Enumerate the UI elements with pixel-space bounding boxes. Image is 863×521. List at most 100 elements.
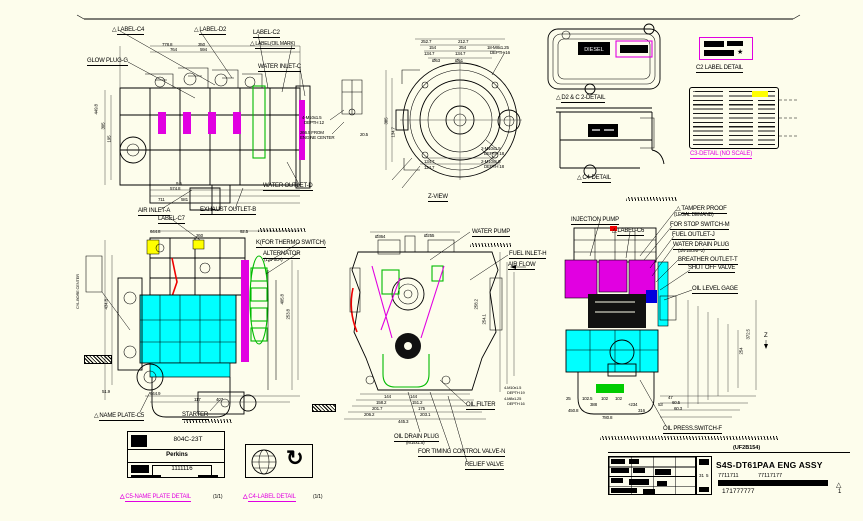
label-c6-callout: △LABEL-C6 bbox=[612, 228, 644, 236]
annotation-text: AIR FLOW bbox=[508, 262, 536, 270]
globe-icon bbox=[251, 449, 277, 475]
dim-label: +234 bbox=[628, 402, 638, 408]
annotation-text: 449.8 bbox=[93, 104, 99, 115]
scale-cell: 31 5 bbox=[696, 456, 712, 495]
annotation-text: 195 bbox=[106, 135, 112, 143]
annotation-text: 124.7 bbox=[424, 165, 435, 170]
dim-label: 581 bbox=[181, 197, 188, 203]
dim-label: 20.5 bbox=[360, 132, 368, 138]
annotation-text: 212.7 bbox=[458, 39, 469, 44]
thread-note: (3/4-16UNF-2) bbox=[678, 248, 705, 254]
annotation-text: STARTER bbox=[182, 412, 209, 420]
label-artwork bbox=[727, 41, 743, 46]
annotation-text: +234 bbox=[628, 402, 638, 407]
tap-note: DEPTH 19 bbox=[507, 391, 525, 395]
annotation-text: 134.7 bbox=[455, 51, 466, 56]
annotation-text: DEPTH 16 bbox=[507, 401, 525, 406]
annotation-text: (3/4-16UNF-2) bbox=[678, 248, 705, 253]
label-c2-callout: LABEL-C2 bbox=[253, 30, 280, 38]
dim-label: 134.7 bbox=[424, 51, 434, 57]
dim-label: 445.3 bbox=[398, 419, 408, 425]
annotation-text: 778.8 bbox=[162, 42, 173, 47]
annotation-text: 405.8 bbox=[279, 294, 285, 305]
dim-label: 195 bbox=[106, 135, 113, 143]
annotation-text: 254 bbox=[459, 45, 466, 50]
dim-label: 254 bbox=[739, 348, 745, 355]
dim-label: 574.8 bbox=[170, 186, 180, 192]
cell-note: 31 bbox=[699, 473, 705, 478]
dim-label: 203.1 bbox=[420, 412, 430, 418]
label-column-gap bbox=[753, 91, 758, 145]
label-artwork bbox=[704, 41, 724, 47]
annotation-text: 254.1 bbox=[481, 314, 487, 325]
annotation-text: LABEL-D2 bbox=[199, 27, 227, 35]
label-artwork bbox=[704, 50, 734, 56]
name-plate-brand: Perkins bbox=[166, 452, 188, 458]
c3-detail-box: △ bbox=[689, 87, 779, 149]
dim-label: 144 bbox=[410, 394, 417, 400]
annotation-text: 350 bbox=[198, 42, 205, 47]
dim-label: 407 bbox=[216, 397, 223, 403]
annotation-text: Ø53 bbox=[432, 58, 440, 63]
thread-note: (M14x1.5) bbox=[406, 440, 425, 446]
annotation-text: 201.7 bbox=[372, 406, 383, 411]
oil-drain-plug-callout: OIL DRAIN PLUG bbox=[394, 434, 439, 442]
dim-label: 450.8 bbox=[568, 408, 579, 414]
dim-label: 117 bbox=[194, 397, 201, 403]
c5-name-plate-detail-caption: △C5-NAME PLATE DETAIL bbox=[120, 494, 191, 502]
annotation-text: (12V-50A) bbox=[264, 257, 283, 262]
cell-note: 5 bbox=[706, 473, 709, 478]
annotation-text: WATER PUMP bbox=[472, 229, 510, 237]
annotation-text: 4-M10x1.5 bbox=[302, 115, 322, 120]
dim-label: 201.7 bbox=[372, 406, 383, 412]
c4-label-detail-caption: △C4-LABEL DETAIL bbox=[243, 494, 296, 502]
dim-label: 372.5 bbox=[746, 329, 752, 339]
tap-note: 4-M8x1.25 bbox=[504, 397, 521, 401]
annotation-text: OIL LEVEL GAGE bbox=[692, 286, 738, 294]
annotation-text: NAME PLATE-C5 bbox=[99, 413, 145, 421]
divider bbox=[128, 449, 224, 450]
tap-note: DEPTH 16 bbox=[490, 50, 510, 56]
star-icon: ★ bbox=[737, 49, 744, 56]
annotation-text: FUEL OUTLET-J bbox=[672, 232, 715, 240]
annotation-text: CYL.BORE CENTER bbox=[75, 274, 80, 309]
annotation-text: FUEL INLET-H bbox=[509, 251, 547, 259]
plate-field-blob bbox=[131, 465, 149, 473]
part-number-1: 7711711 bbox=[718, 473, 739, 479]
name-plate-model: 804C-23T bbox=[173, 436, 203, 443]
oil-level-gage-callout: OIL LEVEL GAGE bbox=[692, 286, 738, 294]
d2-c2-detail-caption: △D2 & C 2-DETAIL bbox=[556, 95, 606, 103]
tamper-proof-callout: △TAMPER PROOF bbox=[676, 206, 727, 214]
annotation-text: C5-NAME PLATE DETAIL bbox=[125, 494, 191, 502]
tap-note: DEPTH 12 bbox=[304, 120, 324, 126]
breather-outlet-callout: BREATHER OUTLET-T bbox=[678, 257, 738, 265]
dim-label: 102 bbox=[615, 396, 622, 402]
annotation-text: 266.5 FROM bbox=[300, 130, 324, 135]
sheet-border bbox=[76, 14, 801, 20]
revision-hatch bbox=[184, 419, 232, 423]
annotation-text: LABEL-C2 bbox=[253, 30, 280, 38]
annotation-text: Ø51 bbox=[455, 58, 463, 63]
c4-detail-caption: △C4-DETAIL bbox=[577, 175, 611, 183]
dim-label: 53 bbox=[658, 402, 663, 408]
annotation-text: 175 bbox=[418, 406, 425, 411]
dim-label: 175 bbox=[418, 406, 425, 412]
c4-label-detail-box: ↻ bbox=[245, 444, 313, 478]
scale-note: (1/1) bbox=[313, 495, 322, 500]
annotation-text: 2-M10x1.5 bbox=[481, 146, 501, 151]
dim-label: 134.7 bbox=[391, 127, 397, 137]
timing-control-valve-callout: FOR TIMING CONTROL VALVE-N bbox=[418, 449, 505, 457]
annotation-text: 316 bbox=[638, 408, 645, 413]
dim-label: 449.8 bbox=[93, 104, 100, 115]
delta-revision-icon: △ bbox=[94, 413, 99, 419]
c2-label-detail-caption: C2 LABEL DETAIL bbox=[696, 65, 743, 73]
annotation-text: 158.2 bbox=[376, 400, 387, 405]
alternator-callout: ALTERNATOR bbox=[263, 251, 301, 259]
annotation-text: 780.8 bbox=[602, 415, 613, 420]
dim-label: 134.7 bbox=[455, 51, 466, 57]
dim-label: 254.1 bbox=[481, 314, 488, 325]
annotation-text: 434.8 bbox=[103, 299, 109, 310]
annotation-text: 450.8 bbox=[568, 408, 579, 413]
dim-label: 780.8 bbox=[602, 415, 613, 421]
serial-number: 171777777 bbox=[722, 488, 755, 495]
